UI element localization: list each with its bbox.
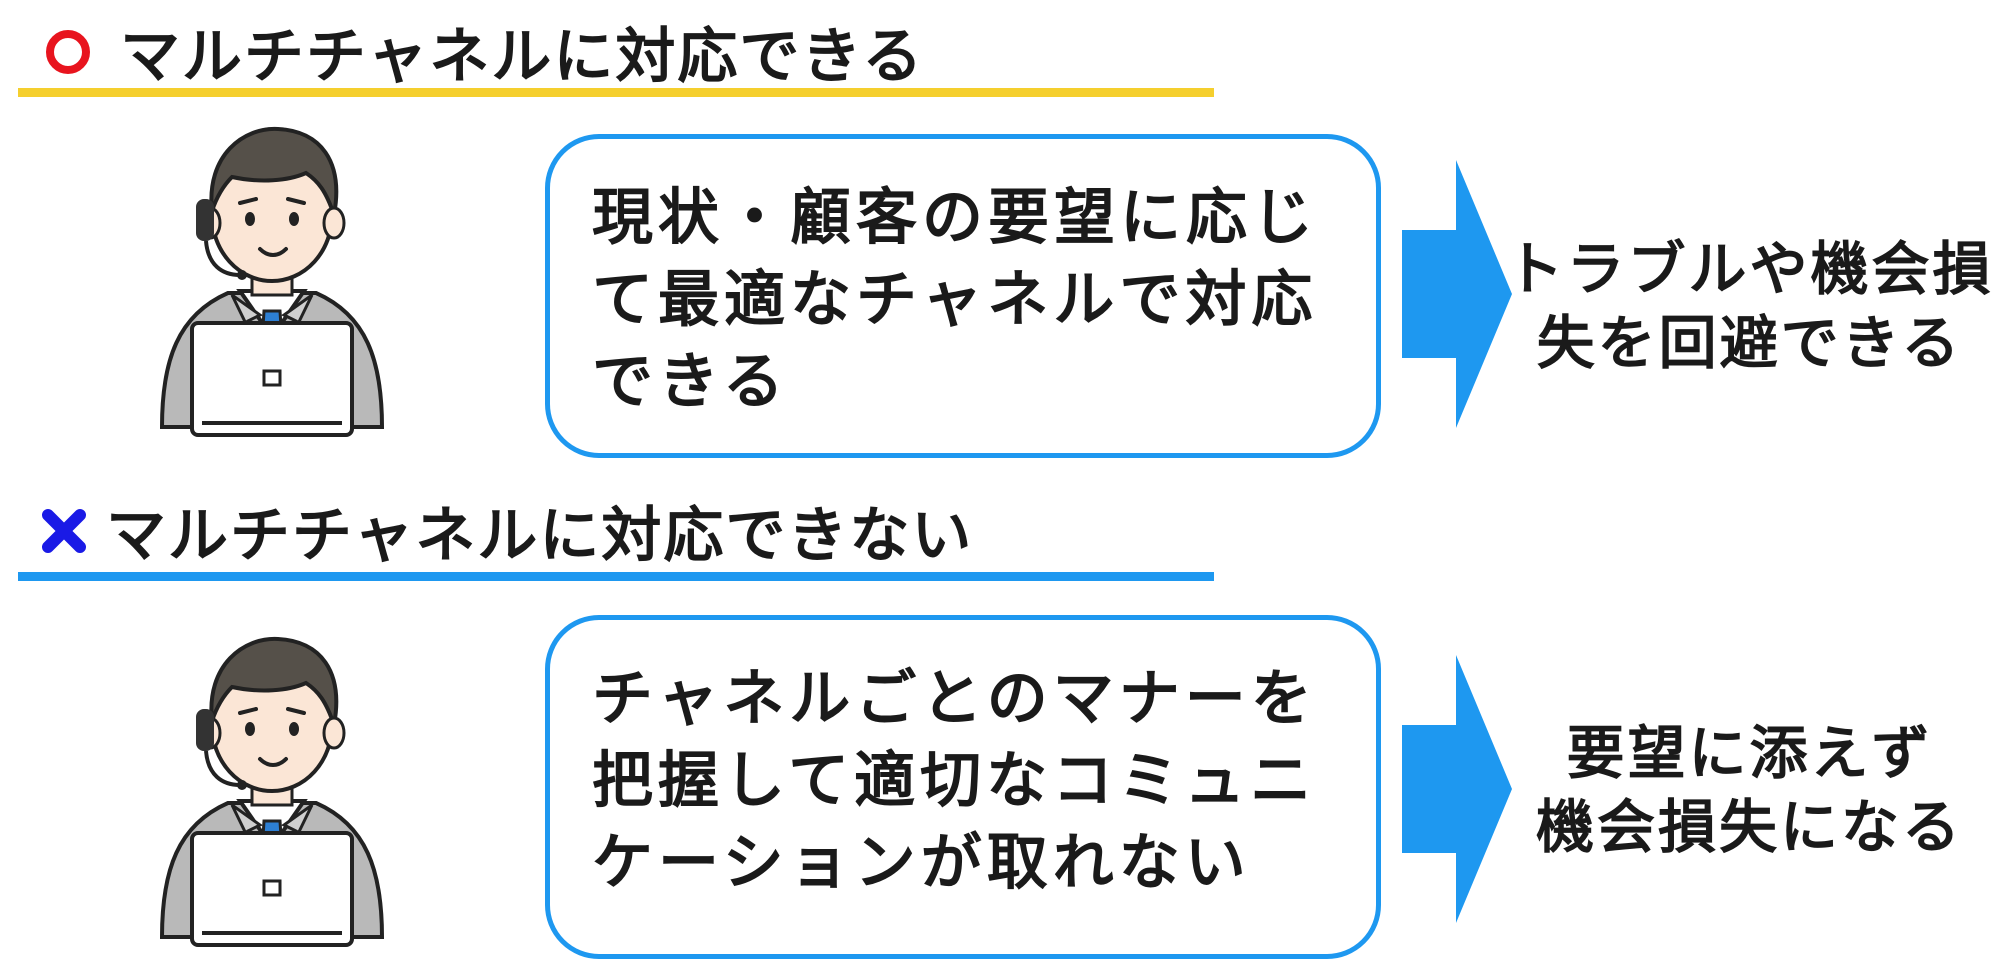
operator-icon — [159, 636, 385, 947]
bad-section-header: マルチチャネルに対応できない — [20, 487, 973, 574]
good-section-underline — [18, 88, 1214, 97]
circle-icon — [46, 29, 90, 74]
operator-icon — [159, 126, 385, 437]
cross-icon — [42, 508, 86, 553]
good-result-text: トラブルや機会損 失を回避できる — [1505, 235, 1994, 377]
right-arrow-icon — [1402, 160, 1512, 428]
bad-section-title: マルチチャネルに対応できない — [106, 501, 974, 571]
good-description-bubble: 現状・顧客の要望に応じ て最適なチャネルで対応 できる — [545, 134, 1381, 458]
good-section-title: マルチチャネルに対応できる — [120, 22, 925, 92]
bad-result-text: 要望に添えず 機会損失になる — [1535, 719, 1963, 861]
bad-section-underline — [18, 572, 1214, 581]
good-section-header: マルチチャネルに対応できる — [20, 8, 924, 95]
right-arrow-icon — [1402, 655, 1512, 923]
good-description-text: 現状・顧客の要望に応じ て最適なチャネルで対応 できる — [592, 182, 1319, 417]
bad-description-bubble: チャネルごとのマナーを 把握して適切なコミュニ ケーションが取れない — [545, 615, 1381, 959]
bad-description-text: チャネルごとのマナーを 把握して適切なコミュニ ケーションが取れない — [592, 663, 1317, 898]
